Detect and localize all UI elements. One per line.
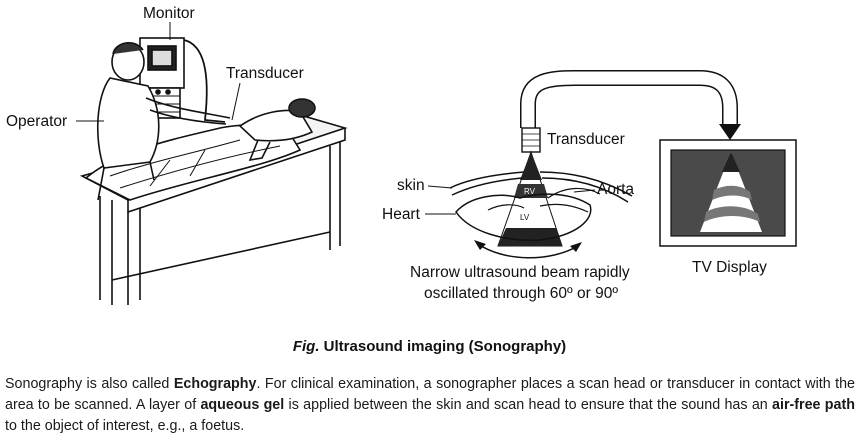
term-air-free-path: air-free path [772,397,855,413]
right-labels: Transducer skin Aorta Heart Narrow ultra… [382,131,767,302]
para-text-1: Sonography is also called [5,376,174,392]
tv-display-label: TV Display [692,259,767,276]
caption-prefix: Fig. [292,338,320,355]
transducer-right-label: Transducer [547,131,625,148]
para-text-2: . For clinical examination, a sonographe… [5,376,855,413]
arrow-left-icon [474,240,486,250]
examination-scene [79,37,348,305]
aorta-label: Aorta [597,181,634,198]
lv-label: LV [520,213,530,222]
ultrasound-figure: Monitor Transducer Operator RV LV [6,5,797,305]
term-echography: Echography [173,376,257,392]
skin-label: skin [397,177,425,194]
arrow-head-icon [719,124,741,140]
body-paragraph: Sonography is also called Echography. Fo… [5,374,855,437]
transducer-left-label: Transducer [226,65,304,82]
operator-label: Operator [6,113,67,130]
term-aqueous-gel: aqueous gel [200,397,285,413]
heart-label: Heart [382,206,421,223]
sonography-schematic: RV LV [449,70,797,259]
para-text-3: is applied between the skin and scan hea… [284,397,773,413]
rv-label: RV [524,187,536,196]
arrow-right-icon [570,242,582,252]
figure-caption: Fig. Ultrasound imaging (Sonography) [0,338,859,355]
monitor-label: Monitor [143,5,195,22]
caption-text: Ultrasound imaging (Sonography) [323,338,567,355]
beam-description-line1: Narrow ultrasound beam rapidly [410,264,630,281]
left-labels: Monitor Transducer Operator [6,5,304,130]
para-text-4: to the object of interest, e.g., a foetu… [5,418,245,434]
beam-description-line2: oscillated through 60º or 90º [424,285,618,302]
